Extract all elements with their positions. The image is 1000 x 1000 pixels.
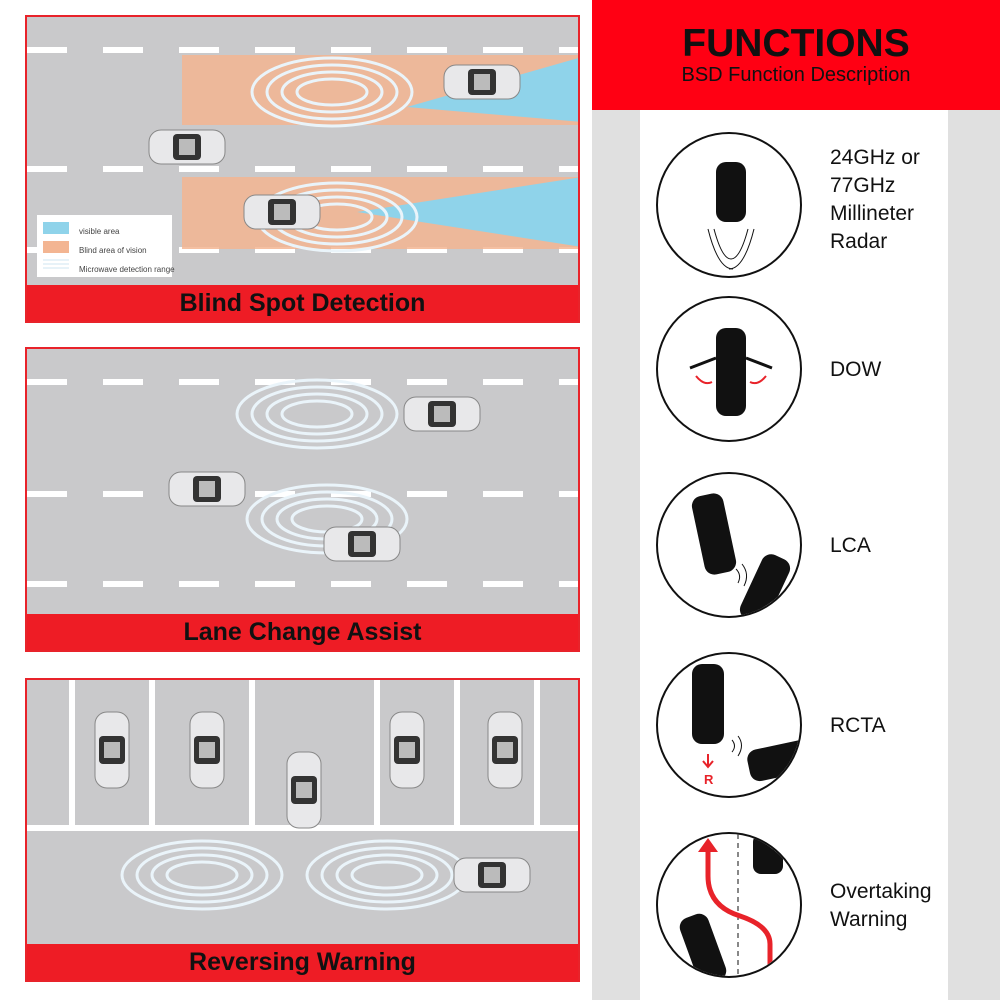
functions-title: FUNCTIONS (682, 22, 910, 65)
function-label: DOW (830, 358, 882, 381)
legend-visible-area: visible area (79, 227, 120, 236)
overtaking-warning-icon (656, 832, 802, 978)
function-lca: LCA (656, 472, 946, 622)
panel-title: Lane Change Assist (27, 614, 578, 650)
reversing-illustration (27, 680, 578, 911)
functions-subtitle: BSD Function Description (681, 64, 911, 86)
panel-reversing-warning: Reversing Warning (25, 678, 580, 982)
function-label: Radar (830, 230, 888, 253)
lca-illustration (27, 378, 578, 587)
reverse-marker: R (704, 772, 714, 787)
function-rcta: R RCTA (656, 652, 946, 802)
door-open-warning-icon (656, 296, 802, 442)
function-label: 77GHz (830, 174, 896, 197)
panel-title: Blind Spot Detection (27, 285, 578, 321)
legend: visible area Blind area of vision Microw… (79, 222, 175, 279)
bsd-illustration (27, 47, 578, 277)
functions-header: FUNCTIONS BSD Function Description (592, 0, 1000, 110)
function-label: RCTA (830, 714, 886, 737)
panel-lane-change-assist: Lane Change Assist (25, 347, 580, 652)
legend-microwave-range: Microwave detection range (79, 265, 175, 274)
legend-blind-area: Blind area of vision (79, 246, 147, 255)
function-dow: DOW (656, 296, 946, 446)
functions-sidebar: FUNCTIONS BSD Function Description 24GHz… (592, 0, 1000, 1000)
function-label: LCA (830, 534, 871, 557)
function-label: Warning (830, 908, 908, 931)
function-label: Overtaking (830, 880, 932, 903)
rear-cross-traffic-icon: R (656, 652, 802, 798)
function-label: Millineter (830, 202, 915, 225)
panel-title: Reversing Warning (27, 944, 578, 980)
panel-blind-spot-detection: visible area Blind area of vision Microw… (25, 15, 580, 323)
lane-change-icon (656, 472, 802, 618)
radar-icon (656, 132, 802, 278)
function-label: 24GHz or (830, 146, 920, 169)
